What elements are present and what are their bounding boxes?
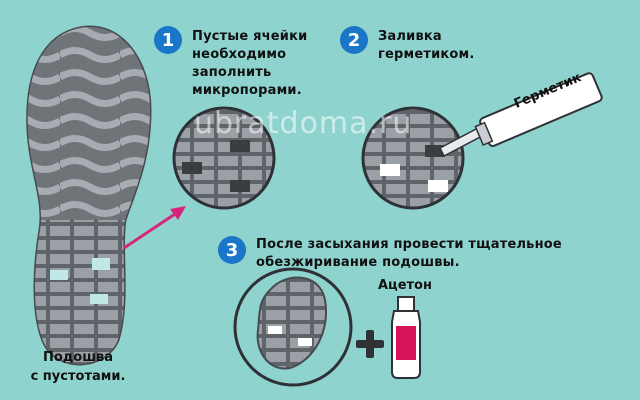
step-1-badge: 1: [154, 26, 182, 54]
zoom-circle-degreasing: [233, 267, 353, 387]
watermark: ubratdoma.ru: [194, 106, 413, 141]
step-1-text: Пустые ячейки необходимо заполнить микро…: [192, 29, 308, 98]
step-2-badge: 2: [340, 26, 368, 54]
acetone-label: Ацетон: [378, 278, 432, 293]
plus-icon: [356, 330, 384, 358]
zoom-circle-empty-cells: [172, 106, 276, 210]
pointer-arrow: [123, 206, 186, 250]
zoom-circle-sealant: [361, 106, 465, 210]
sealant-tube-icon: [439, 72, 603, 158]
shoe-sole: [26, 25, 152, 366]
sole-caption: Подошва с пустотами.: [30, 350, 126, 384]
acetone-bottle-icon: [391, 296, 421, 379]
step-2-text: Заливка герметиком.: [378, 29, 475, 62]
step-3-text: После засыхания провести тщательное обез…: [256, 237, 562, 270]
step-3-badge: 3: [218, 236, 246, 264]
